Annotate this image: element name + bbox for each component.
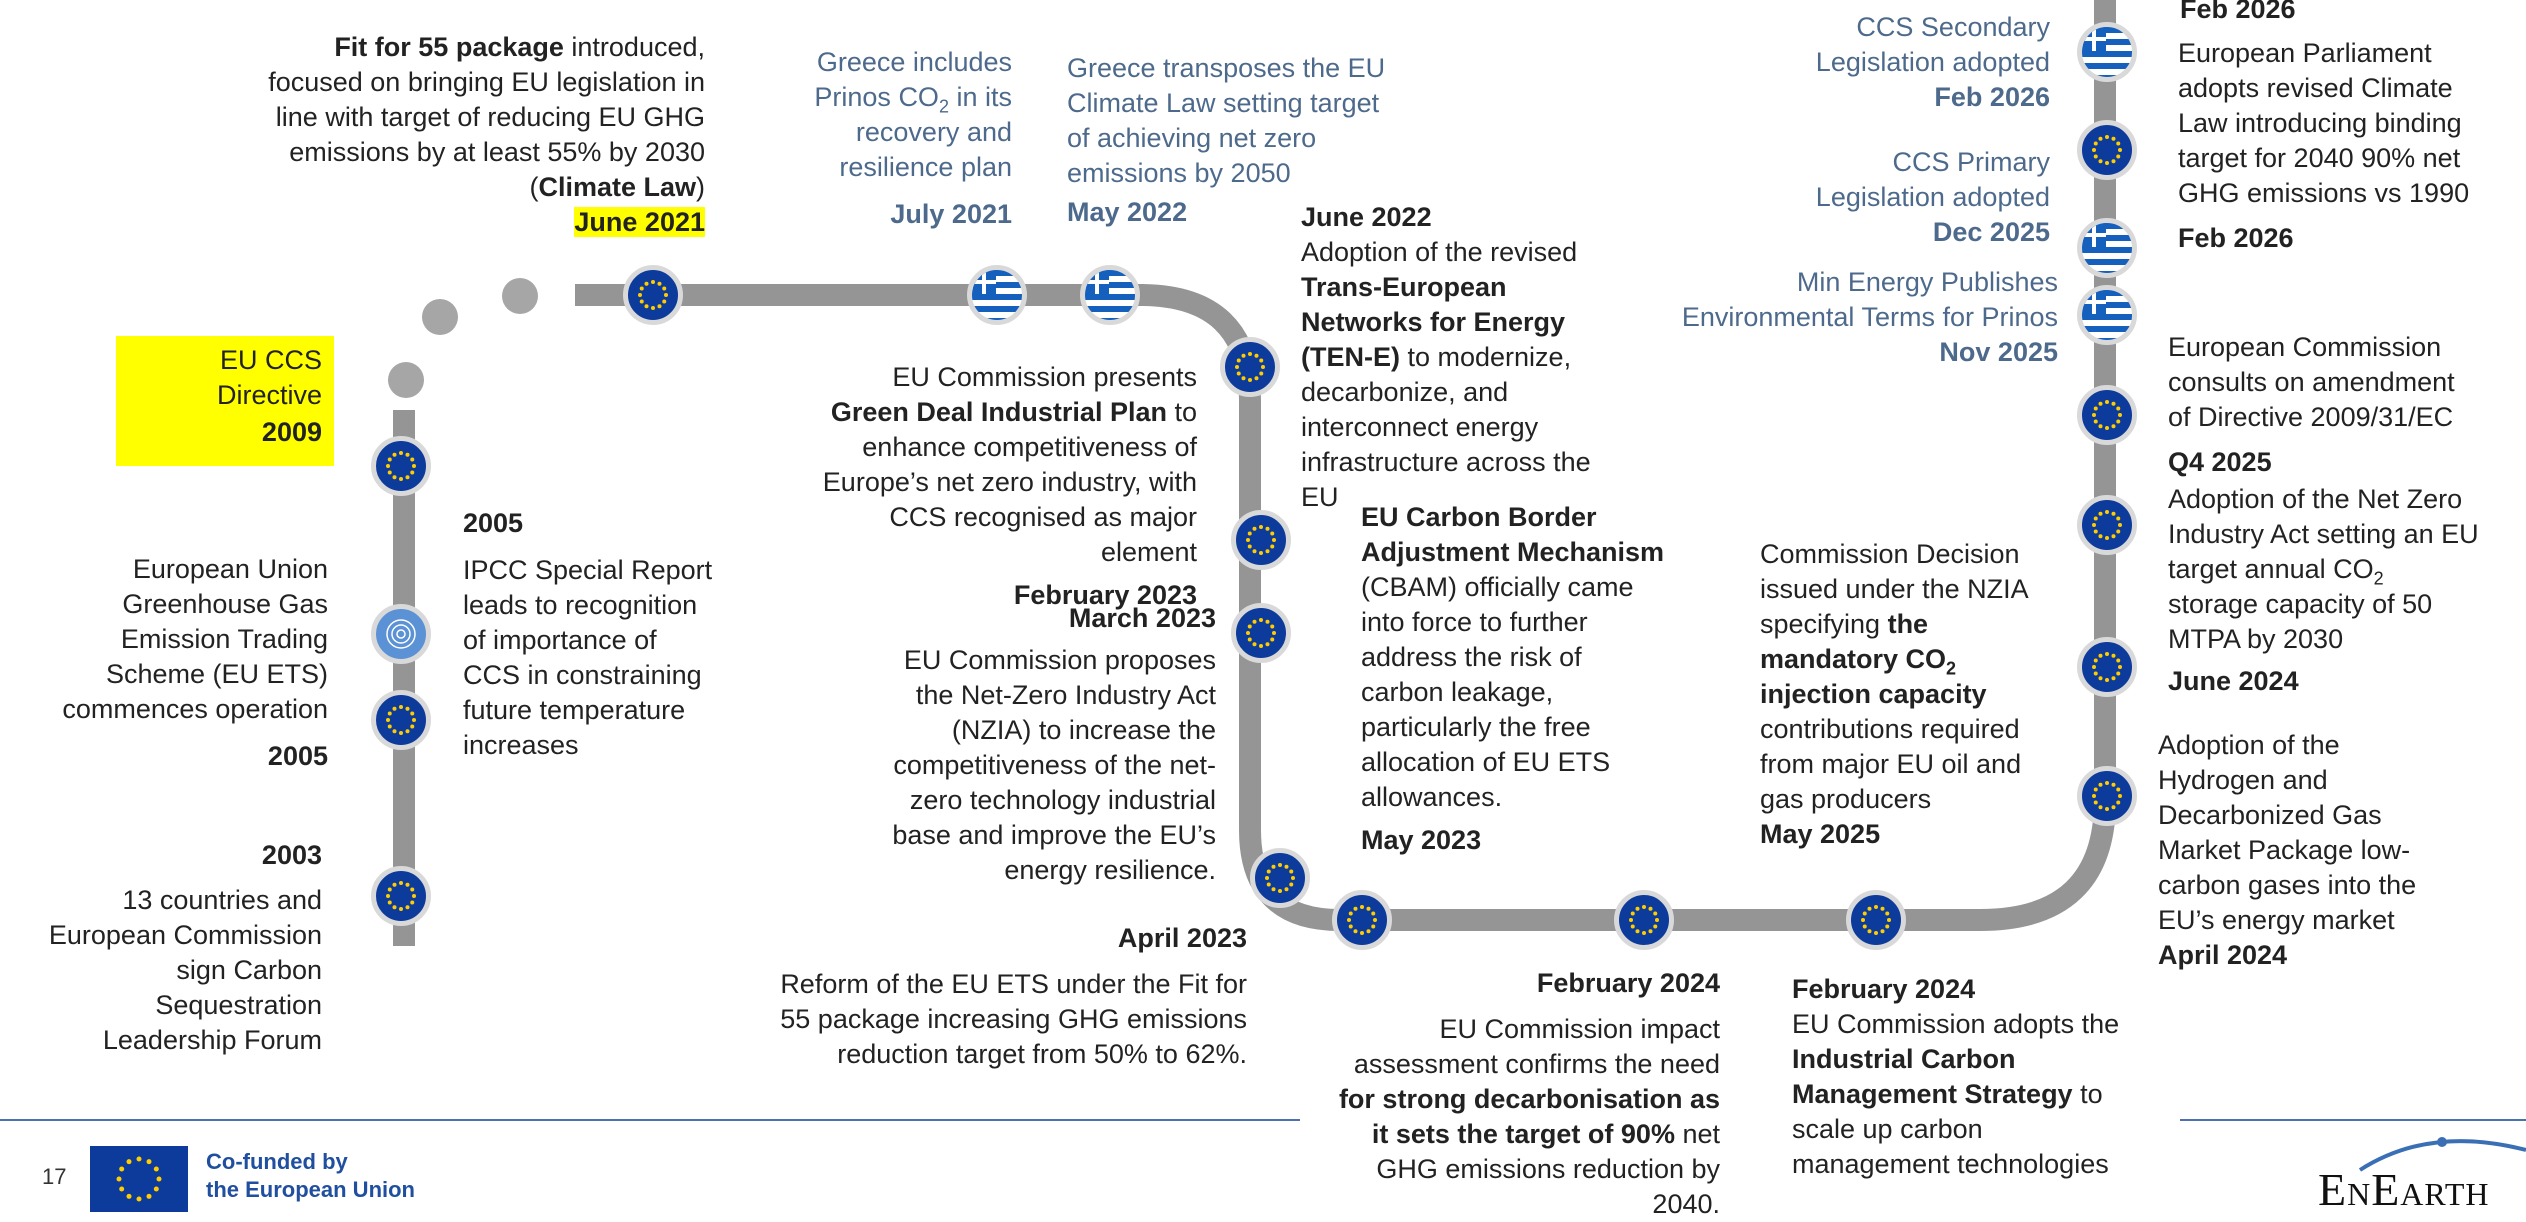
eu-flag-icon <box>2077 766 2137 826</box>
parliament-event: European Parliament adopts revised Clima… <box>2178 36 2469 256</box>
footer-divider-left <box>0 1119 1300 1121</box>
ccs-directive-box <box>116 336 334 466</box>
env-terms-event: Min Energy Publishes Environmental Terms… <box>1600 265 2058 370</box>
eu-flag-icon <box>371 436 431 496</box>
ccs-secondary-event: CCS Secondary Legislation adopted Feb 20… <box>1650 10 2050 115</box>
ipcc-year: 2005 <box>463 508 524 538</box>
parliament-date: Feb 2026 <box>2178 223 2294 253</box>
ets-reform-event: April 2023 Reform of the EU ETS under th… <box>700 921 1247 1072</box>
cbam-event: EU Carbon Border Adjustment Mechanism (C… <box>1361 500 1664 858</box>
ets-reform-date: April 2023 <box>1117 923 1247 953</box>
icms-date: February 2024 <box>1792 974 1976 1004</box>
greece-flag-icon <box>967 265 1027 325</box>
eu-flag-icon <box>1231 603 1291 663</box>
eu-flag-icon <box>1332 890 1392 950</box>
greece-flag-icon <box>2077 22 2137 82</box>
green-deal-event: EU Commission presents Green Deal Indust… <box>700 360 1197 613</box>
eu-flag-icon <box>1220 337 1280 397</box>
brand-swoosh-icon <box>2358 1137 2526 1172</box>
un-emblem-icon <box>371 604 431 664</box>
page-number: 17 <box>42 1164 67 1189</box>
eu-flag-icon <box>371 866 431 926</box>
greece-climate-date: May 2022 <box>1067 197 1188 227</box>
eu-flag-icon <box>2077 120 2137 180</box>
ten-e-event: June 2022 Adoption of the revised Trans-… <box>1301 202 1591 512</box>
consultation-event: European Commission consults on amendmen… <box>2168 330 2455 480</box>
eu-ets-event: European Union Greenhouse Gas Emission T… <box>0 552 328 774</box>
eu-flag-icon <box>2077 637 2137 697</box>
greece-recovery-date: July 2021 <box>890 199 1012 229</box>
eu-flag-icon <box>1614 890 1674 950</box>
footer-divider-right <box>2180 1119 2526 1121</box>
ccs-primary-event: CCS Primary Legislation adopted Dec 2025 <box>1650 145 2050 250</box>
eu-flag-icon <box>1231 510 1291 570</box>
greece-climate-event: Greece transposes the EU Climate Law set… <box>1067 51 1385 230</box>
consultation-date: Q4 2025 <box>2168 447 2272 477</box>
ipcc-event: 2005 IPCC Special Report leads to recogn… <box>463 508 713 760</box>
nzia-decision-date: May 2025 <box>1760 819 1881 849</box>
ten-e-date: June 2022 <box>1301 202 1432 232</box>
cslf-event: 2003 13 countries and European Commissio… <box>0 838 322 1058</box>
nzia-decision-event: Commission Decision issued under the NZI… <box>1760 537 2029 852</box>
eu-flag-icon <box>371 690 431 750</box>
brand-logo: EnEarth <box>2318 1164 2490 1215</box>
green-deal-date: February 2023 <box>1013 580 1197 610</box>
hydrogen-package-date: April 2024 <box>2158 940 2288 970</box>
track-dot <box>422 299 458 335</box>
ccs-directive-label: EU CCS Directive 2009 <box>216 345 322 447</box>
track-dot <box>502 278 538 314</box>
cslf-year: 2003 <box>261 840 322 870</box>
greece-recovery-event: Greece includes Prinos CO2 in its recove… <box>740 45 1012 232</box>
impact-assessment-date: February 2024 <box>1536 968 1720 998</box>
top-right-date: Feb 2026 <box>2180 0 2296 24</box>
eu-flag-icon <box>1250 848 1310 908</box>
nza-target-event: Adoption of the Net Zero Industry Act se… <box>2168 482 2479 699</box>
eu-flag-icon <box>1846 890 1906 950</box>
eu-flag-icon <box>2077 495 2137 555</box>
ccs-secondary-date: Feb 2026 <box>1934 82 2050 112</box>
hydrogen-package-event: Adoption of the Hydrogen and Decarbonize… <box>2158 728 2416 973</box>
env-terms-date: Nov 2025 <box>1939 337 2058 367</box>
fit-55-date: June 2021 <box>574 207 705 237</box>
eu-flag-icon <box>623 265 683 325</box>
eu-flag-icon <box>2077 385 2137 445</box>
eu-cofund-flag-icon <box>90 1146 188 1212</box>
greece-flag-icon <box>2077 218 2137 278</box>
track-dot <box>388 362 424 398</box>
greece-flag-icon <box>1080 265 1140 325</box>
nzia-proposal-date: March 2023 <box>1068 603 1216 633</box>
ccs-primary-date: Dec 2025 <box>1932 217 2050 247</box>
nzia-proposal-event: March 2023 EU Commission proposes the Ne… <box>800 601 1216 888</box>
greece-flag-icon <box>2077 285 2137 345</box>
impact-assessment-event: February 2024 EU Commission impact asses… <box>1290 966 1720 1222</box>
ets-year: 2005 <box>267 741 328 771</box>
icms-event: February 2024 EU Commission adopts the I… <box>1792 974 2120 1179</box>
nza-target-date: June 2024 <box>2168 666 2299 696</box>
cofund-label: Co-funded by the European Union <box>206 1149 415 1202</box>
fit-for-55-event: Fit for 55 package introduced, focused o… <box>268 32 705 237</box>
cbam-date: May 2023 <box>1361 825 1482 855</box>
